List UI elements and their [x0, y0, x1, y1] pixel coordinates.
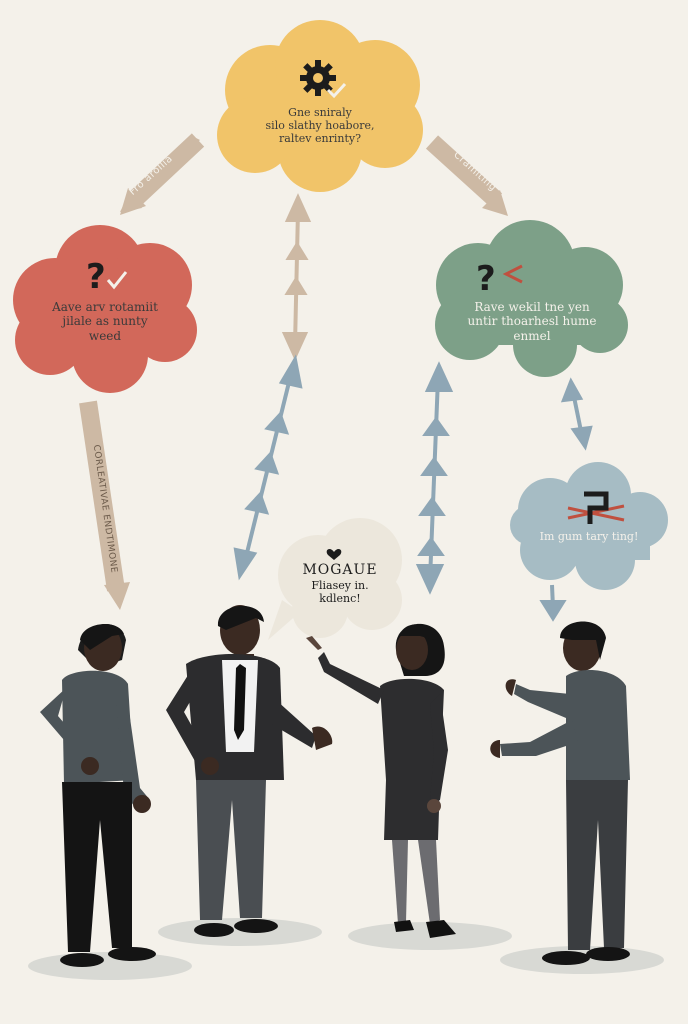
person-right-man	[490, 621, 630, 965]
left-cloud-text: Aave arv rotamiit jilale as nunty weed	[30, 300, 180, 343]
connector-center-top	[281, 193, 312, 361]
person-woman	[306, 623, 456, 938]
arrow-top-left	[120, 133, 205, 215]
right-cloud-line-3: enmel	[513, 328, 551, 343]
crossed-arrows-icon	[567, 491, 625, 524]
connector-small-down	[539, 584, 567, 622]
svg-text:?: ?	[476, 259, 496, 299]
question-check-icon: ?	[86, 257, 128, 297]
top-cloud-line-1: Gne sniraly	[288, 106, 352, 119]
left-cloud-line-1: Aave arv rotamiit	[52, 300, 158, 314]
gear-check-icon	[300, 60, 347, 99]
top-cloud-line-3: raltev enrinty?	[279, 132, 361, 146]
small-cloud	[510, 462, 668, 590]
connector-center-long	[233, 354, 303, 581]
speech-bubble-line-2: kdlenc!	[319, 591, 361, 605]
person-left-man	[40, 623, 156, 967]
connector-right-small	[560, 377, 593, 451]
connector-right-long	[415, 361, 454, 595]
speech-bubble	[268, 518, 402, 640]
small-cloud-text: Im gum tary ting!	[539, 530, 639, 543]
arrow-left-down	[79, 400, 130, 610]
top-cloud-text: Gne sniraly silo slathy hoabore, raltev …	[250, 106, 390, 146]
top-cloud-line-2: silo slathy hoabore,	[265, 119, 375, 133]
right-cloud	[435, 220, 628, 377]
right-cloud-line-1: Rave wekil tne yen	[474, 300, 590, 314]
arrow-top-right	[425, 135, 508, 216]
left-cloud	[13, 225, 197, 393]
speech-bubble-text: MOGAUE Fliasey in. kdlenc!	[290, 562, 390, 605]
speech-bubble-line-1: Fliasey in.	[311, 578, 369, 592]
right-cloud-line-2: untir thoarhesl hume	[467, 314, 597, 329]
right-cloud-text: Rave wekil tne yen untir thoarhesl hume …	[452, 300, 612, 343]
left-cloud-line-2: jilale as nunty	[62, 314, 148, 329]
question-arrow-icon: ?	[476, 259, 523, 299]
svg-text:?: ?	[86, 257, 106, 297]
person-suit-man	[166, 605, 333, 937]
top-cloud	[217, 20, 423, 192]
left-cloud-line-3: weed	[88, 328, 122, 343]
speech-bubble-title: MOGAUE	[302, 562, 378, 578]
